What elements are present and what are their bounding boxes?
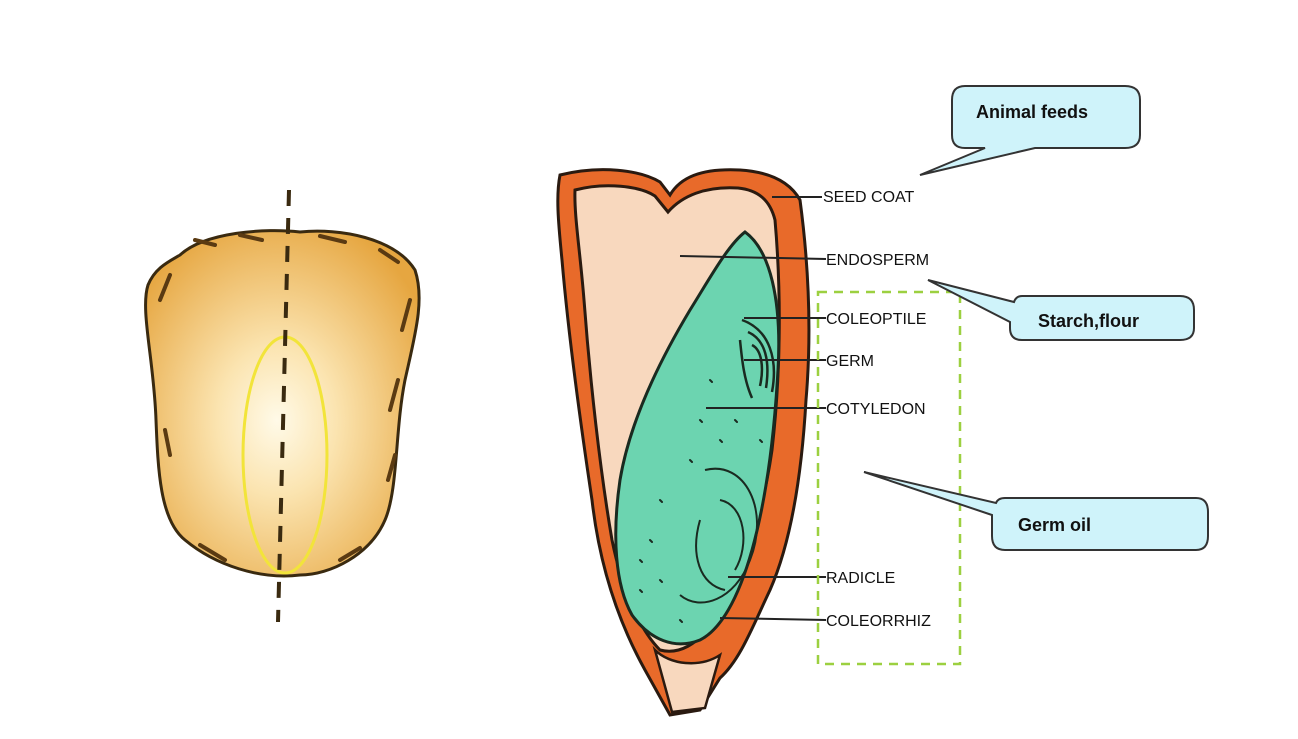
kernel-body: [144, 229, 421, 578]
label-germ: GERM: [826, 353, 874, 370]
leader-lines: [679, 196, 827, 621]
germ-stipple: [639, 379, 763, 623]
callout-bubble: [927, 279, 1195, 341]
label-seed-coat: SEED COAT: [823, 189, 915, 206]
kernel-cross-section: [556, 168, 811, 717]
radicle-swirl: [679, 467, 759, 604]
callout-text: Animal feeds: [976, 102, 1088, 122]
callout-germ-oil: Germ oil: [863, 471, 1209, 551]
endosperm-leader: [679, 255, 827, 260]
tip-cap: [652, 645, 723, 714]
coleoptile-folds: [738, 318, 776, 399]
callout-starch-flour: Starch,flour: [927, 279, 1195, 341]
label-endosperm: ENDOSPERM: [826, 252, 929, 269]
callout-text: Germ oil: [1018, 515, 1091, 535]
germ-group-box: [816, 290, 962, 666]
label-cotyledon: COTYLEDON: [826, 401, 926, 418]
kernel-mark: [158, 233, 412, 562]
callout-bubble: [863, 471, 1209, 551]
callout-animal-feeds: Animal feeds: [919, 85, 1141, 176]
callout-text: Starch,flour: [1038, 311, 1139, 331]
label-radicle: RADICLE: [826, 570, 895, 587]
label-coleoptile: COLEOPTILE: [826, 311, 926, 328]
whole-kernel: [144, 189, 421, 623]
coleorrhiz-leader: [719, 617, 827, 621]
structure-labels: SEED COAT ENDOSPERM COLEOPTILE GERM COTY…: [823, 189, 931, 630]
callout-bubble: [919, 85, 1141, 176]
label-coleorrhiz: COLEORRHIZ: [826, 613, 931, 630]
germ-region: [614, 230, 781, 646]
